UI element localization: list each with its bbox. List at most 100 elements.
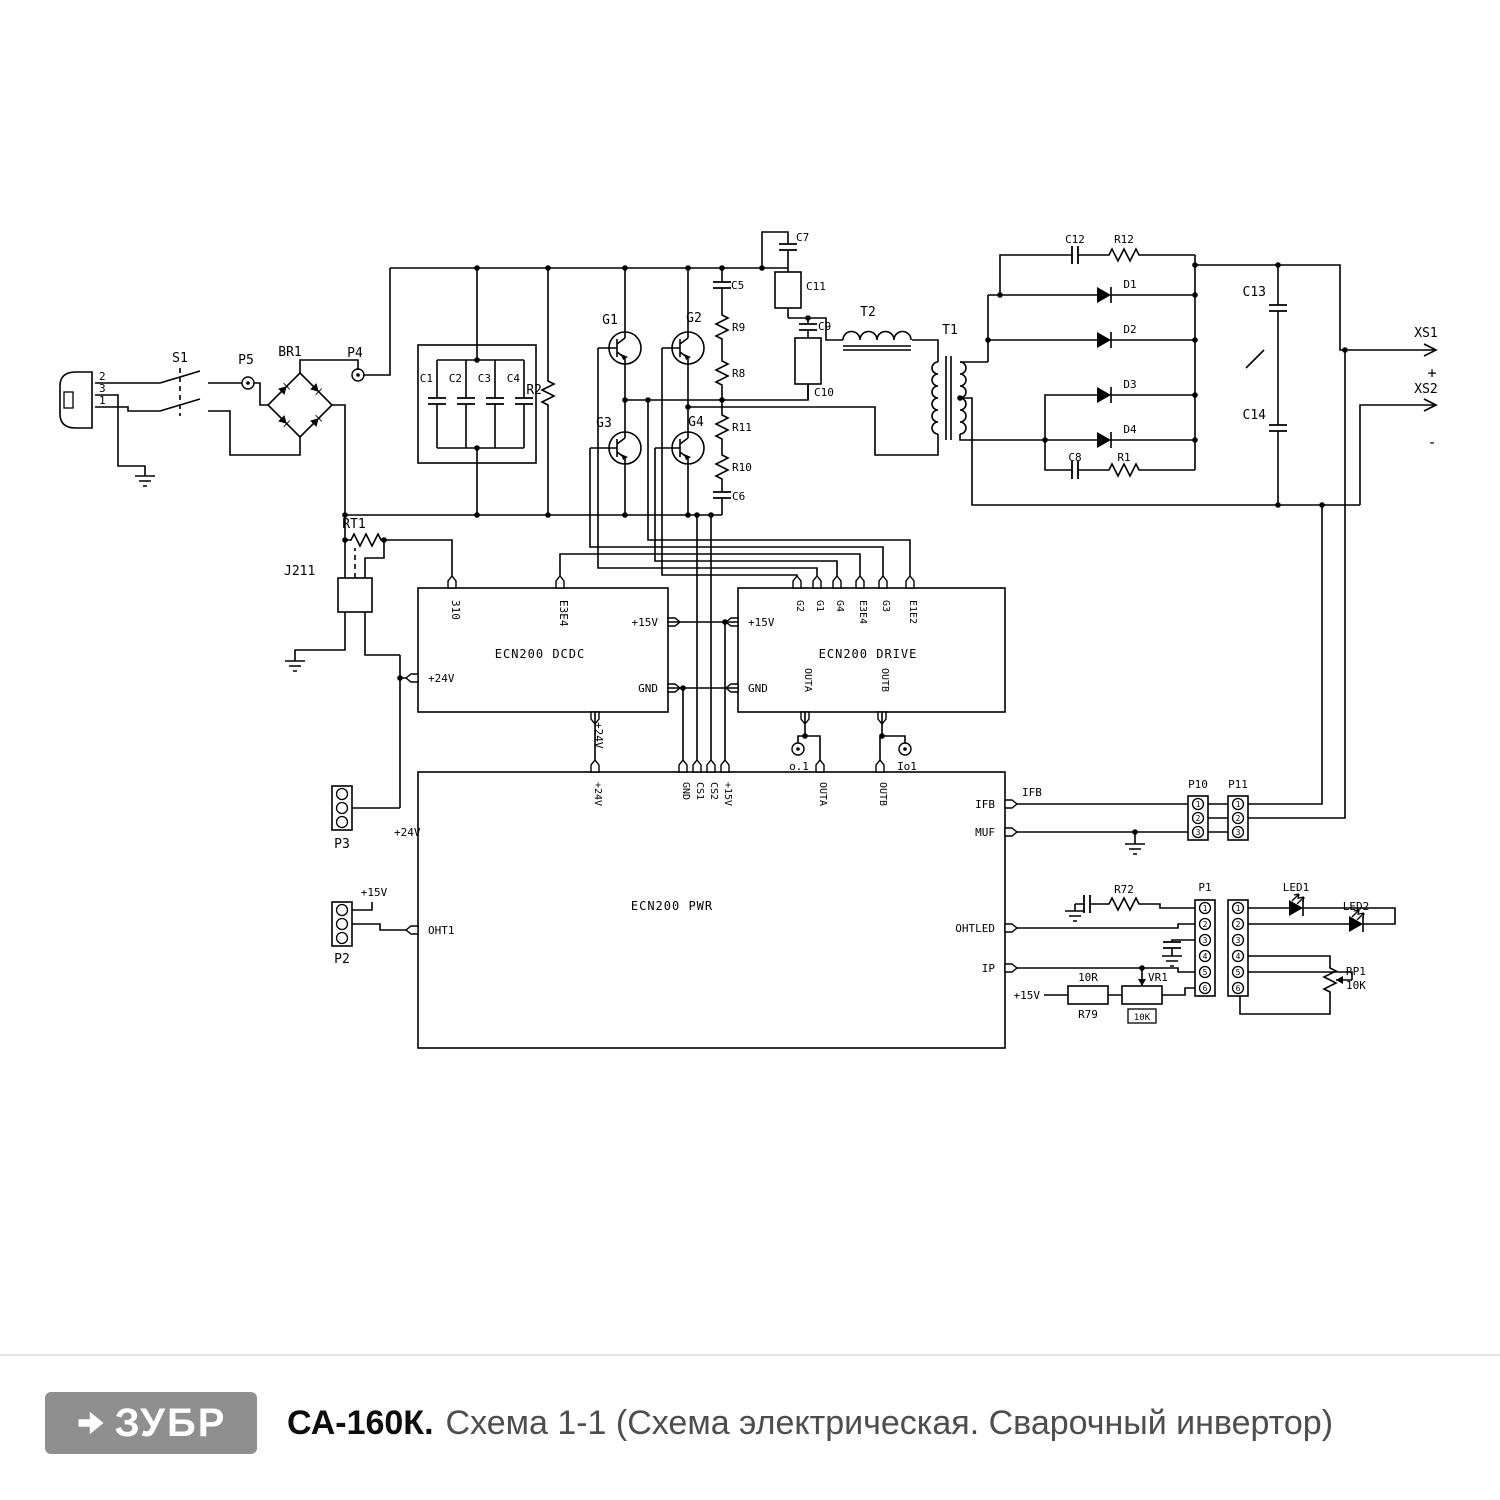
capacitor-c5 <box>712 281 732 289</box>
drive-box <box>737 587 1006 713</box>
label-ifb-wire: IFB <box>1022 786 1042 799</box>
transformer-t1-primary <box>931 361 939 435</box>
drive-pin-g2 <box>792 575 802 589</box>
drive-pin-g1 <box>812 575 822 589</box>
muf-ground-icon <box>1124 837 1146 855</box>
p1-pin-5: 5 <box>1203 968 1208 977</box>
xs2-arrow-icon <box>1423 398 1438 412</box>
label-r2: R2 <box>526 383 542 398</box>
capacitor-c14 <box>1268 424 1288 432</box>
label-p11: P11 <box>1228 778 1248 791</box>
label-xs2: XS2 <box>1414 382 1437 397</box>
label-r72: R72 <box>1114 883 1134 896</box>
label-drive-g3: G3 <box>880 600 891 612</box>
drive-pin-e3e4 <box>855 575 865 589</box>
label-s1: S1 <box>172 351 188 366</box>
label-g1: G1 <box>602 313 618 328</box>
label-g3: G3 <box>596 416 612 431</box>
rp1-wiper-icon <box>1336 976 1343 984</box>
led1-arrows-icon <box>1291 893 1305 905</box>
transformer-t1-core <box>945 356 952 440</box>
label-dcdc-310: 310 <box>449 600 462 620</box>
output-rectifier: C12 R12 D1 D2 D3 D4 C8 R1 C13 C14 <box>959 233 1434 819</box>
label-tp-outa: o.1 <box>789 760 809 773</box>
pwr-pin-cs1 <box>692 759 702 773</box>
panel-wires <box>1044 903 1396 1015</box>
resistor-r2 <box>541 377 555 409</box>
p1b-pin-5: 5 <box>1236 968 1241 977</box>
resistor-r8 <box>715 357 729 389</box>
drive-module: +15V GND G2 G1 G4 E3E4 G3 E1E2 OUTA OUTB… <box>725 575 1006 725</box>
p10-pin-1: 1 <box>1196 800 1201 809</box>
dcdc-name: ECN200 DCDC <box>495 647 585 661</box>
label-p3: P3 <box>334 837 350 852</box>
panel-capacitor <box>1162 941 1182 949</box>
label-r8: R8 <box>732 367 745 380</box>
resistor-r79-box <box>1067 985 1109 1005</box>
capacitor-c6 <box>712 491 732 499</box>
igbt-g1 <box>608 331 642 365</box>
label-r79: R79 <box>1078 1008 1098 1021</box>
label-r11: R11 <box>732 421 752 434</box>
label-c13: C13 <box>1243 285 1266 300</box>
connector-p2 <box>331 901 353 947</box>
capacitor-c12 <box>1071 245 1079 265</box>
plug-pin-1: 1 <box>99 394 106 407</box>
dcdc-pin-e3e4 <box>555 575 565 589</box>
label-c3: C3 <box>478 372 491 385</box>
p10-pin-3: 3 <box>1196 828 1201 837</box>
test-point-outb <box>898 742 912 756</box>
label-c12: C12 <box>1065 233 1085 246</box>
capacitor-c9 <box>798 323 818 331</box>
capacitor-c7 <box>778 243 798 251</box>
label-pwr-ip: IP <box>982 962 996 975</box>
drive-name: ECN200 DRIVE <box>819 647 918 661</box>
p1-pin-6: 6 <box>1203 984 1208 993</box>
pwr-name: ECN200 PWR <box>631 899 713 913</box>
connector-p1 <box>1194 899 1216 997</box>
pwr-pin-24v <box>590 759 600 773</box>
label-panel-15v: +15V <box>1014 989 1041 1002</box>
resistor-r10 <box>715 451 729 483</box>
label-pwr-cs1: CS1 <box>694 782 705 800</box>
label-c2: C2 <box>449 372 462 385</box>
pwr-pin-cs2 <box>706 759 716 773</box>
label-c8: C8 <box>1068 451 1081 464</box>
drive-pin-g4 <box>832 575 842 589</box>
label-g2: G2 <box>686 311 702 326</box>
vr1-wiper-icon <box>1138 979 1146 986</box>
inverter-wires <box>624 268 939 515</box>
plug-pin-3: 3 <box>99 382 106 395</box>
connector-p1-mate <box>1227 899 1249 997</box>
drive-pin-e1e2 <box>905 575 915 589</box>
label-r9: R9 <box>732 321 745 334</box>
label-p10: P10 <box>1188 778 1208 791</box>
label-drive-e3e4: E3E4 <box>857 600 868 624</box>
mains-input: 2 3 1 S1 <box>59 351 301 487</box>
label-pwr-ifb: IFB <box>975 798 995 811</box>
ground-icon <box>284 654 306 672</box>
label-dcdc-15v: +15V <box>632 616 659 629</box>
label-c7: C7 <box>796 231 809 244</box>
potentiometer-rp1 <box>1323 964 1337 996</box>
resistor-r1 <box>1105 463 1143 477</box>
label-c10: C10 <box>814 386 834 399</box>
dcdc-box <box>417 587 669 713</box>
thermistor-rt1 <box>347 533 385 547</box>
plug-body <box>59 371 93 429</box>
label-t2: T2 <box>860 305 876 320</box>
earth-ground-icon <box>134 469 156 487</box>
brand-arrow-icon <box>78 1411 104 1435</box>
cap-bank-wires <box>436 268 549 515</box>
label-drive-e1e2: E1E2 <box>907 600 918 624</box>
label-c4: C4 <box>507 372 521 385</box>
capacitor-c11 <box>774 271 802 309</box>
label-pwr-15v: +15V <box>722 782 733 806</box>
test-point-p5 <box>241 376 255 390</box>
dcdc-pin-310 <box>447 575 457 589</box>
diode-d4 <box>1089 431 1119 449</box>
label-p3-rail: +24V <box>394 826 421 839</box>
bridge-wires <box>294 267 788 809</box>
brand-logo-text: ЗУБР <box>114 1400 227 1445</box>
page-title: СА-160К. Схема 1-1 (Схема электрическая.… <box>287 1392 1333 1454</box>
